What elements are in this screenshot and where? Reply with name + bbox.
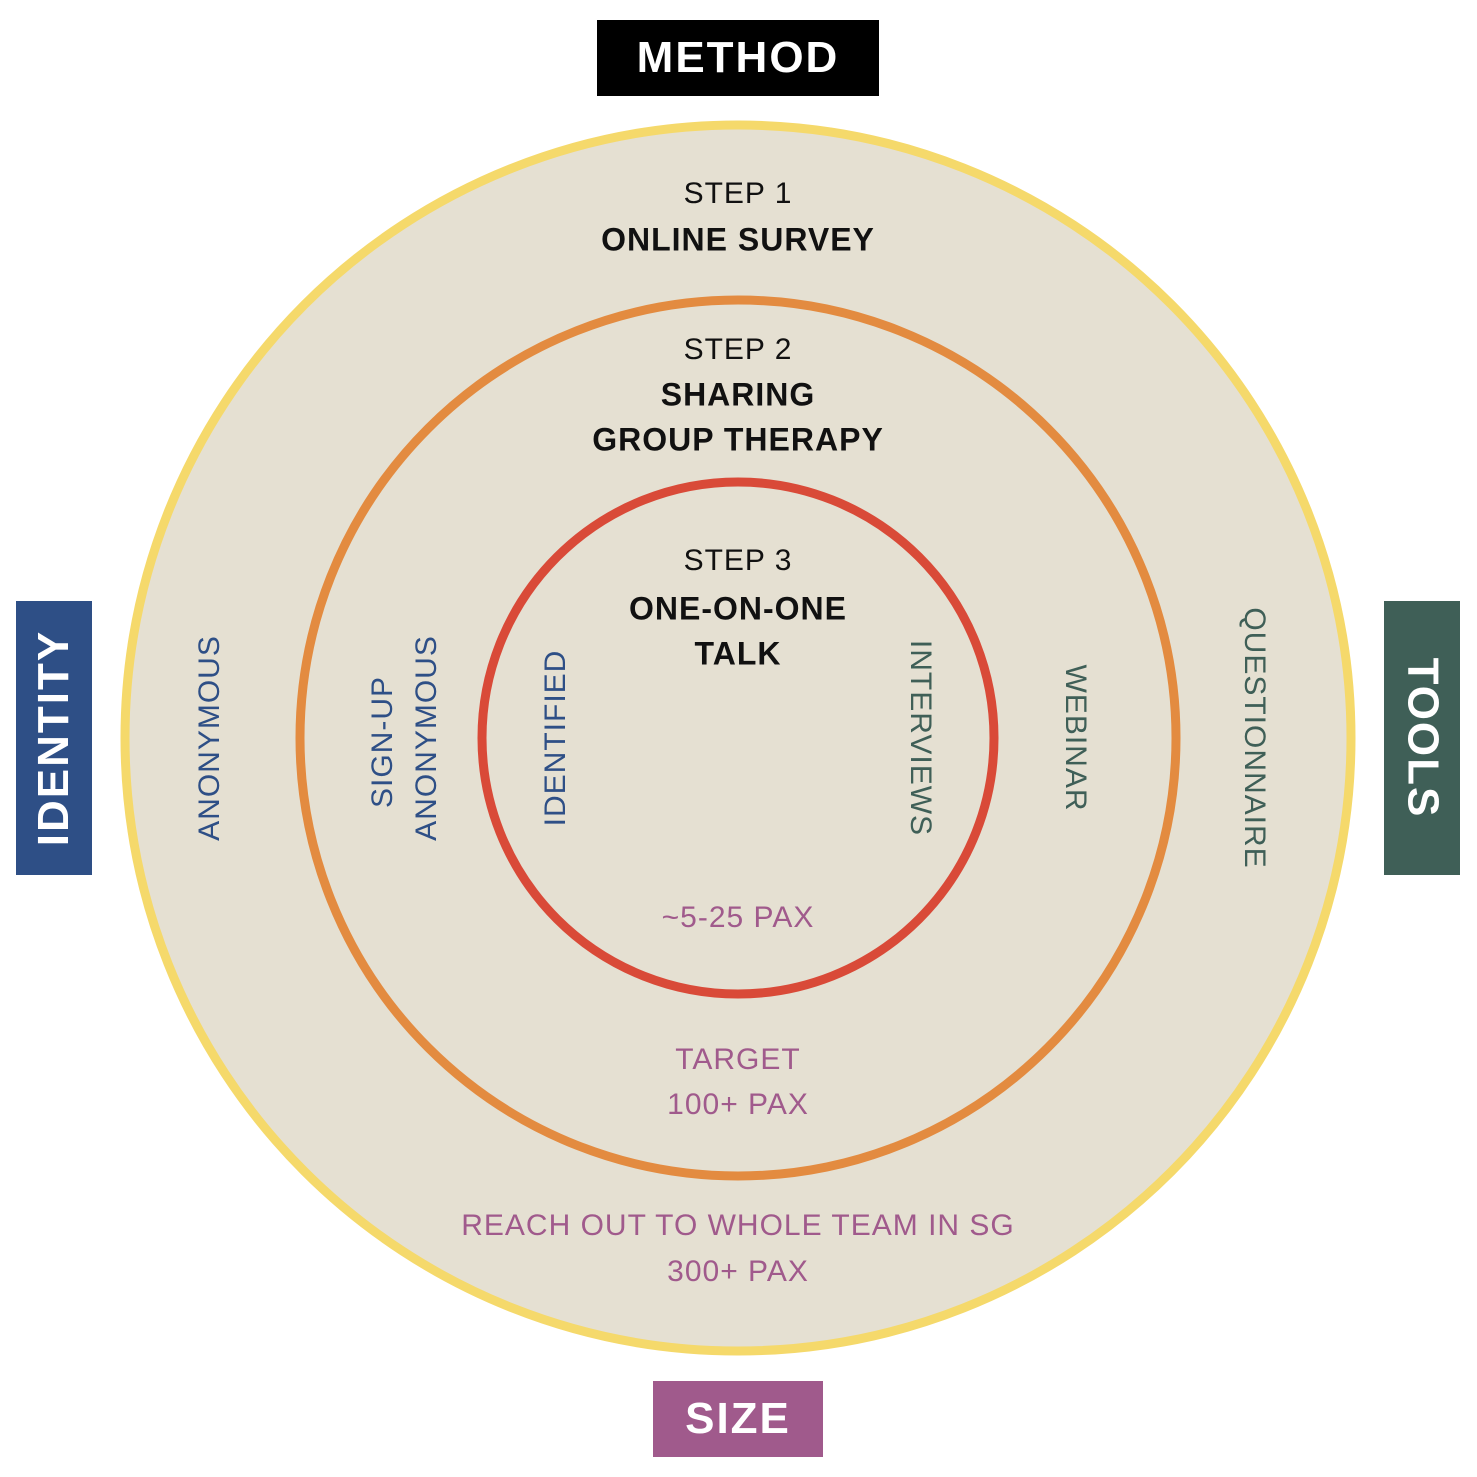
step3-name-line2: TALK (694, 635, 782, 672)
inner-ring (477, 477, 999, 999)
identity-middle-label-line1: SIGN-UP (366, 675, 399, 809)
tools-middle-label: WEBINAR (1059, 664, 1092, 812)
outer-ring (120, 120, 1356, 1356)
step2-name-line1: SHARING (660, 376, 816, 413)
step2-number: STEP 2 (683, 333, 793, 366)
identity-tag-label: IDENTITY (29, 629, 79, 847)
step2-name-line2: GROUP THERAPY (592, 421, 884, 458)
size-tag-label: SIZE (685, 1394, 791, 1443)
size-middle-label-line2: 100+ PAX (667, 1088, 809, 1121)
step1-name: ONLINE SURVEY (601, 221, 875, 258)
tools-inner-label: INTERVIEWS (904, 639, 937, 837)
size-inner-label: ~5-25 PAX (661, 901, 815, 934)
tools-tag: TOOLS (1384, 601, 1460, 875)
identity-tag: IDENTITY (16, 601, 92, 875)
size-tag: SIZE (653, 1381, 823, 1457)
method-tag: METHOD (597, 20, 879, 96)
tools-outer-label: QUESTIONNAIRE (1238, 607, 1271, 869)
size-outer-label-line1: REACH OUT TO WHOLE TEAM IN SG (461, 1209, 1015, 1242)
middle-ring (295, 295, 1181, 1181)
identity-outer-label: ANONYMOUS (193, 635, 226, 841)
method-tag-label: METHOD (636, 33, 840, 82)
size-middle-label-line1: TARGET (675, 1043, 801, 1076)
size-outer-label-line2: 300+ PAX (667, 1255, 809, 1288)
step3-number: STEP 3 (683, 544, 793, 577)
identity-inner-label: IDENTIFIED (539, 649, 572, 827)
identity-middle-label-line2: ANONYMOUS (410, 635, 443, 841)
tools-tag-label: TOOLS (1398, 657, 1448, 819)
step3-name-line1: ONE-ON-ONE (629, 590, 847, 627)
step1-number: STEP 1 (683, 177, 793, 210)
